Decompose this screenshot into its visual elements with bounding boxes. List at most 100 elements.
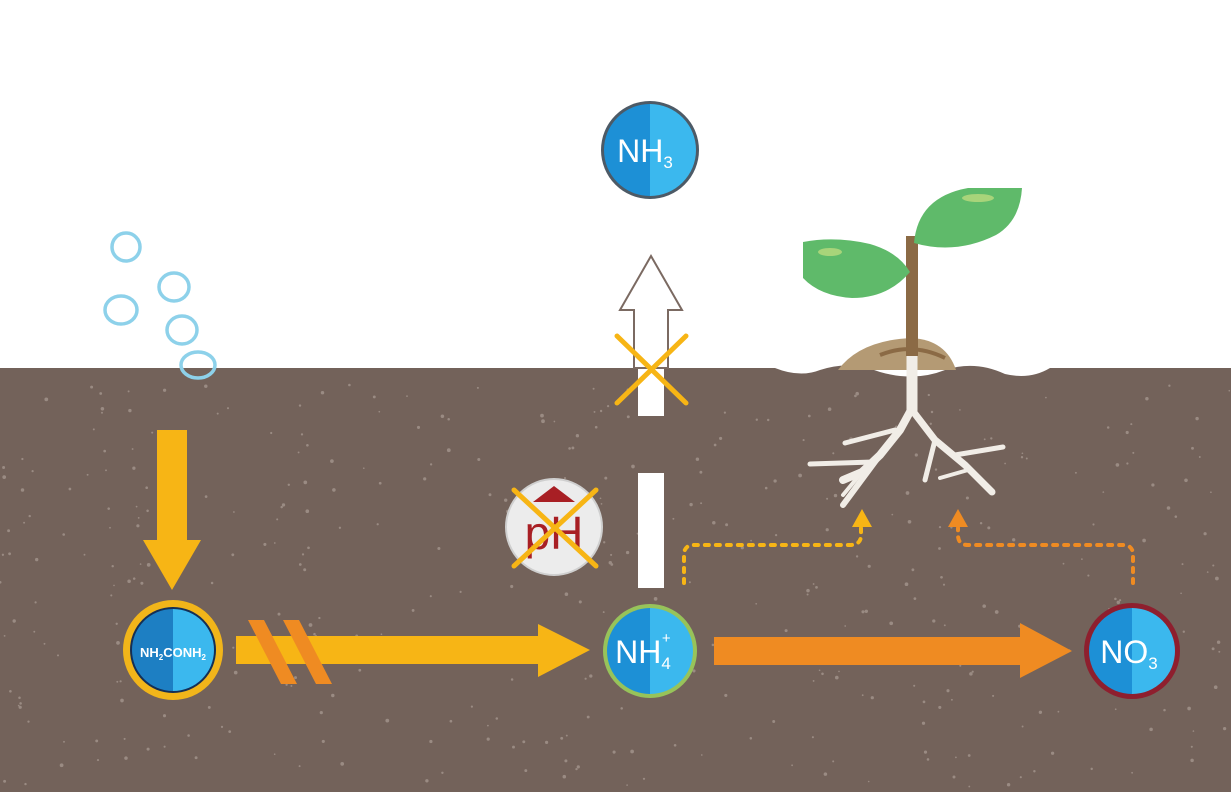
ammonia-molecule: NH3 [601, 101, 699, 199]
soil-speckle [205, 495, 208, 498]
soil-speckle [44, 398, 48, 402]
soil-speckle [1180, 592, 1182, 594]
soil-speckle [447, 448, 451, 452]
soil-speckle [756, 419, 758, 421]
soil-speckle [607, 405, 609, 407]
soil-speckle [2, 466, 5, 469]
soil-speckle [1116, 463, 1120, 467]
soil-speckle [187, 734, 190, 737]
soil-speckle [891, 514, 893, 516]
soil-speckle [429, 740, 432, 743]
soil-speckle [423, 477, 426, 480]
soil-speckle [1012, 538, 1015, 541]
soil-speckle [724, 694, 727, 697]
soil-speckle [600, 497, 602, 499]
soil-speckle [719, 437, 722, 440]
soil-speckle [489, 493, 492, 496]
soil-speckle [19, 706, 22, 709]
soil-speckle [62, 533, 65, 536]
soil-speckle [23, 522, 25, 524]
soil-speckle [564, 759, 567, 762]
soil-speckle [309, 623, 313, 627]
soil-speckle [164, 746, 166, 748]
soil-speckle [1228, 390, 1230, 392]
soil-speckle [943, 584, 945, 586]
soil-speckle [813, 583, 815, 585]
soil-speckle [568, 447, 571, 450]
soil-speckle [298, 451, 300, 453]
soil-speckle [674, 744, 677, 747]
soil-speckle [838, 671, 840, 673]
soil-speckle [1145, 397, 1148, 400]
soil-speckle [412, 609, 415, 612]
soil-speckle [815, 586, 818, 589]
soil-speckle [990, 437, 992, 439]
soil-speckle [231, 553, 234, 556]
soil-speckle [595, 426, 598, 429]
soil-speckle [832, 760, 834, 762]
nitrate-molecule: NO3 [1084, 603, 1180, 699]
soil-speckle [487, 725, 489, 727]
soil-speckle [116, 641, 120, 645]
soil-speckle [750, 540, 752, 542]
bubble-icon [105, 233, 215, 378]
soil-speckle [299, 765, 301, 767]
soil-speckle [643, 778, 645, 780]
soil-speckle [798, 474, 802, 478]
soil-speckle [627, 415, 630, 418]
soil-speckle [1190, 759, 1194, 763]
soil-speckle [765, 487, 768, 490]
soil-speckle [477, 458, 480, 461]
soil-speckle [163, 389, 166, 392]
soil-speckle [968, 754, 971, 757]
soil-speckle [145, 486, 148, 489]
soil-speckle [373, 395, 376, 398]
soil-speckle [868, 781, 870, 783]
soil-speckle [21, 458, 23, 460]
soil-speckle [589, 674, 592, 677]
soil-speckle [603, 611, 605, 613]
soil-speckle [110, 594, 112, 596]
soil-speckle [234, 671, 238, 675]
soil-speckle [791, 764, 793, 766]
soil-speckle [1114, 598, 1117, 601]
soil-speckle [1163, 709, 1166, 712]
soil-speckle [437, 547, 440, 550]
soil-speckle [565, 592, 569, 596]
soil-speckle [1210, 491, 1212, 493]
soil-speckle [321, 391, 324, 394]
soil-speckle [594, 411, 596, 413]
soil-speckle [1058, 711, 1060, 713]
soil-speckle [116, 623, 118, 625]
soil-speckle [233, 511, 235, 513]
soil-speckle [133, 577, 136, 580]
soil-speckle [601, 503, 603, 505]
soil-speckle [854, 395, 857, 398]
soil-speckle [856, 555, 858, 557]
soil-speckle [1151, 483, 1154, 486]
soil-speckle [221, 726, 223, 728]
soil-speckle [3, 780, 6, 783]
soil-speckle [211, 582, 214, 585]
soil-speckle [95, 739, 98, 742]
soil-speckle [195, 756, 198, 759]
soil-speckle [4, 635, 6, 637]
soil-speckle [44, 643, 46, 645]
soil-speckle [944, 624, 946, 626]
soil-speckle [931, 411, 933, 413]
soil-speckle [348, 384, 351, 387]
soil-speckle [132, 467, 135, 470]
soil-speckle [331, 694, 334, 697]
soil-speckle [935, 468, 937, 470]
soil-speckle [1126, 462, 1128, 464]
soil-speckle [1187, 707, 1191, 711]
soil-speckle [228, 730, 231, 733]
soil-speckle [1167, 506, 1171, 510]
soil-speckle [712, 521, 716, 525]
soil-speckle [813, 680, 815, 682]
soil-speckle [819, 669, 821, 671]
soil-speckle [835, 676, 839, 680]
soil-speckle [322, 740, 325, 743]
soil-speckle [775, 534, 777, 536]
urea-molecule: NH2CONH2 [123, 600, 223, 700]
